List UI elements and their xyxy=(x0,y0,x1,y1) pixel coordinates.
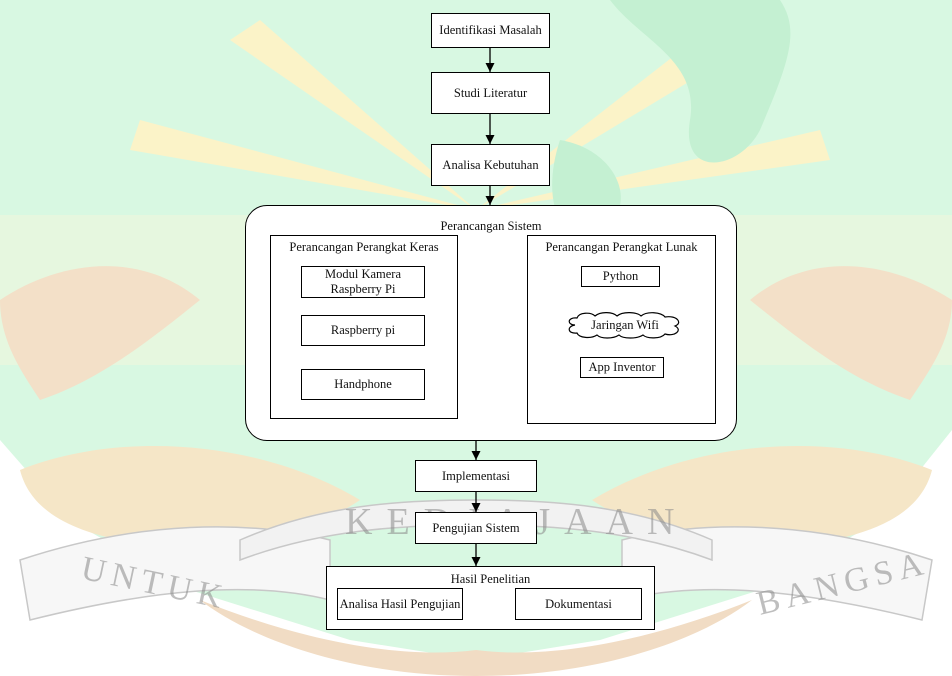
step-pengujian-sistem: Pengujian Sistem xyxy=(415,512,537,544)
result-analisa-hasil-pengujian: Analisa Hasil Pengujian xyxy=(337,588,463,620)
sw-jaringan-wifi: Jaringan Wifi xyxy=(591,318,659,332)
group-software-title: Perancangan Perangkat Lunak xyxy=(545,240,698,254)
group-hardware-title: Perancangan Perangkat Keras xyxy=(289,240,439,254)
result-dokumentasi: Dokumentasi xyxy=(515,588,642,620)
sw-app-inventor: App Inventor xyxy=(580,357,664,378)
step-analisa-kebutuhan: Analisa Kebutuhan xyxy=(431,144,550,186)
step-implementasi: Implementasi xyxy=(415,460,537,492)
group-perancangan-sistem-title: Perancangan Sistem xyxy=(440,219,542,233)
hw-camera-module: Modul Kamera Raspberry Pi xyxy=(301,266,425,298)
step-studi-literatur: Studi Literatur xyxy=(431,72,550,114)
hw-handphone: Handphone xyxy=(301,369,425,400)
hw-raspberry-pi: Raspberry pi xyxy=(301,315,425,346)
group-hasil-penelitian-title: Hasil Penelitian xyxy=(450,572,531,586)
sw-python: Python xyxy=(581,266,660,287)
cloud-icon xyxy=(568,312,680,339)
step-identifikasi-masalah: Identifikasi Masalah xyxy=(431,13,550,48)
